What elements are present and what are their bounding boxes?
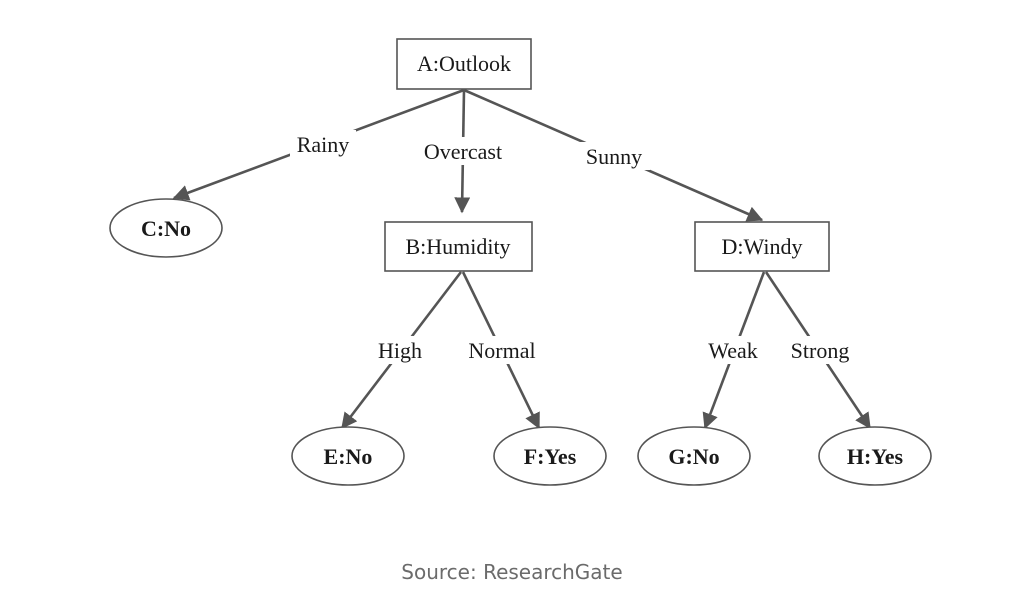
edge-labels: Rainy Overcast Sunny High Normal Weak St… [290,130,859,364]
leaf-f-yes: F:Yes [493,426,607,486]
edge-label-strong: Strong [791,338,850,363]
node-label-outlook: A:Outlook [417,51,511,76]
node-label-windy: D:Windy [722,234,803,259]
leaf-g-no: G:No [637,426,751,486]
node-outlook: A:Outlook [396,38,532,90]
leaf-label-h-yes: H:Yes [847,444,904,469]
leaf-c-no: C:No [109,198,223,258]
leaf-label-e-no: E:No [324,444,373,469]
node-label-humidity: B:Humidity [405,234,510,259]
edge-label-high: High [378,338,422,363]
edge-label-weak: Weak [708,338,758,363]
node-windy: D:Windy [694,221,830,272]
leaf-label-f-yes: F:Yes [524,444,577,469]
source-caption: Source: ResearchGate [401,560,623,584]
edge-label-rainy: Rainy [297,132,350,157]
node-humidity: B:Humidity [384,221,533,272]
leaf-h-yes: H:Yes [818,426,932,486]
edge-label-sunny: Sunny [586,144,642,169]
edge-label-overcast: Overcast [424,139,502,164]
leaf-e-no: E:No [291,426,405,486]
edge-label-normal: Normal [468,338,535,363]
leaf-label-c-no: C:No [141,216,191,241]
leaf-label-g-no: G:No [668,444,719,469]
